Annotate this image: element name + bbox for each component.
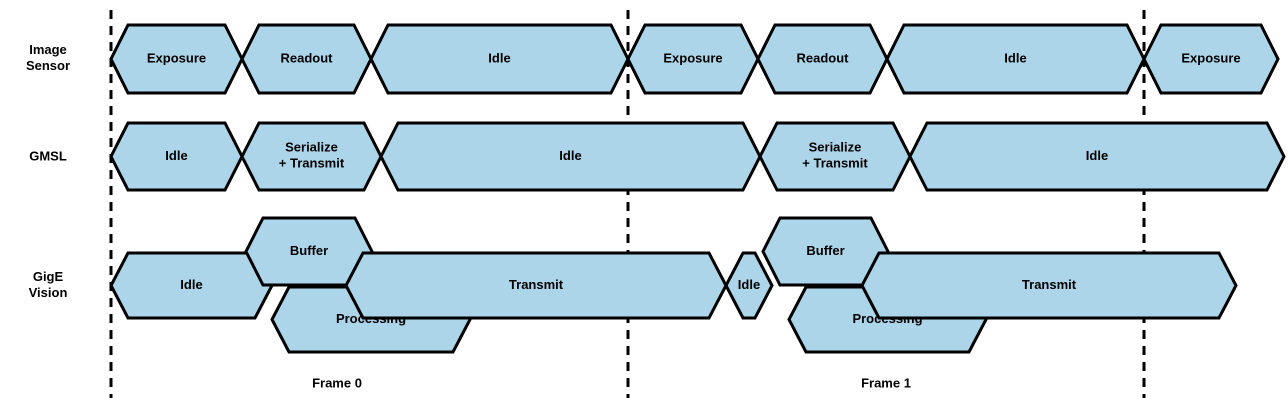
block-label: Readout [797, 50, 850, 65]
timing-block-gmsl-1[interactable]: Serialize+ Transmit [240, 121, 383, 192]
block-label: Transmit [1022, 277, 1077, 292]
block-hexagon [379, 121, 762, 192]
frame-label-frame-1: Frame 1 [861, 375, 911, 390]
block-hexagon [724, 251, 774, 320]
block-hexagon [1142, 23, 1280, 95]
block-label: Readout [281, 50, 334, 65]
block-label: Serialize+ Transmit [279, 140, 345, 171]
lane-label-gmsl: GMSL [29, 148, 67, 163]
timing-block-gige-vision-4[interactable]: Idle [724, 251, 774, 320]
frame-labels-group: Frame 0 Frame 1 [312, 375, 911, 390]
block-label: Exposure [1181, 50, 1240, 65]
block-label: Idle [1004, 50, 1026, 65]
block-hexagon [885, 23, 1146, 95]
block-label: Idle [738, 277, 760, 292]
block-label: Buffer [290, 243, 328, 258]
block-hexagon [908, 121, 1286, 192]
timing-block-image-sensor-0[interactable]: Exposure [109, 23, 244, 95]
block-label: Exposure [663, 50, 722, 65]
block-label: Idle [1086, 148, 1108, 163]
timing-block-gmsl-3[interactable]: Serialize+ Transmit [758, 121, 912, 192]
block-hexagon [756, 23, 889, 95]
block-hexagon [860, 251, 1238, 320]
block-hexagon [626, 23, 760, 95]
block-hexagon [369, 23, 630, 95]
block-label: Idle [488, 50, 510, 65]
block-label: Idle [180, 277, 202, 292]
block-label: Idle [559, 148, 581, 163]
timing-block-image-sensor-3[interactable]: Exposure [626, 23, 760, 95]
timing-block-gmsl-0[interactable]: Idle [109, 121, 244, 192]
timing-block-gmsl-4[interactable]: Idle [908, 121, 1286, 192]
timing-block-image-sensor-6[interactable]: Exposure [1142, 23, 1280, 95]
timing-block-gige-vision-3[interactable]: Transmit [344, 251, 728, 320]
frame-divider-group [109, 10, 1146, 398]
timing-block-image-sensor-4[interactable]: Readout [756, 23, 889, 95]
block-hexagon [240, 23, 373, 95]
block-hexagon [758, 121, 912, 192]
block-hexagon [344, 251, 728, 320]
block-hexagon [109, 23, 244, 95]
block-hexagon [109, 121, 244, 192]
timing-block-gige-vision-7[interactable]: Transmit [860, 251, 1238, 320]
block-label: Serialize+ Transmit [802, 140, 868, 171]
timing-block-gige-vision-1[interactable]: Buffer [244, 216, 374, 287]
frame-label-frame-0: Frame 0 [312, 375, 362, 390]
timing-block-image-sensor-2[interactable]: Idle [369, 23, 630, 95]
timing-block-gige-vision-0[interactable]: Idle [109, 251, 274, 320]
block-label: Exposure [147, 50, 206, 65]
timing-block-gmsl-2[interactable]: Idle [379, 121, 762, 192]
block-label: Transmit [509, 277, 564, 292]
timing-block-image-sensor-1[interactable]: Readout [240, 23, 373, 95]
block-hexagon [240, 121, 383, 192]
block-label: Idle [165, 148, 187, 163]
block-label: Buffer [806, 243, 844, 258]
timing-block-image-sensor-5[interactable]: Idle [885, 23, 1146, 95]
